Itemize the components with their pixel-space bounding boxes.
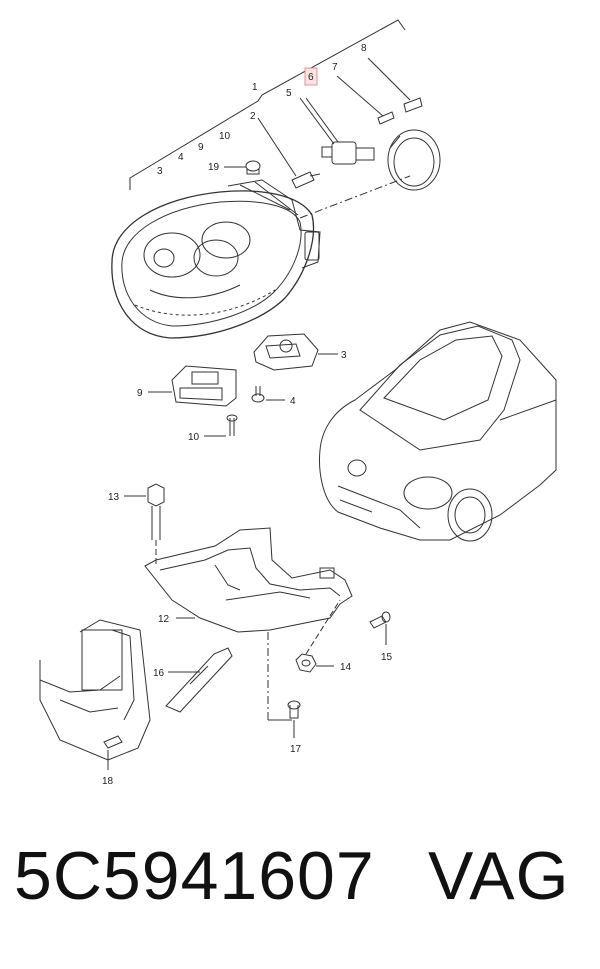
- callout-3-top: 3: [157, 166, 163, 177]
- callout-12: 12: [158, 614, 170, 625]
- callout-8: 8: [361, 43, 367, 54]
- callout-9: 9: [137, 388, 143, 399]
- callout-10-top: 10: [219, 131, 231, 142]
- callout-4-top: 4: [178, 152, 184, 163]
- headlamp-assembly: [111, 179, 321, 339]
- brand-label: VAG: [428, 838, 570, 914]
- bolt-4: [251, 386, 285, 403]
- car-illustration: [319, 321, 557, 542]
- bolt-13: [124, 483, 165, 565]
- part-number: 5C5941607: [14, 838, 375, 914]
- nut-14: [295, 599, 341, 673]
- callout-13: 13: [108, 492, 120, 503]
- mounting-bracket-12: [144, 527, 353, 721]
- callout-2: 2: [250, 111, 256, 122]
- callout-10: 10: [188, 432, 200, 443]
- screw-2: [291, 171, 321, 189]
- trim-strip-16: [165, 647, 233, 713]
- screws-7-8: [336, 57, 423, 125]
- callout-6: 6: [308, 72, 314, 83]
- control-unit-9: [148, 365, 237, 407]
- callout-17: 17: [290, 744, 302, 755]
- callout-4: 4: [290, 396, 296, 407]
- highlight-box-6: [304, 67, 318, 86]
- screw-18: [103, 735, 123, 770]
- callout-18: 18: [102, 776, 114, 787]
- callout-7: 7: [332, 62, 338, 73]
- cover-cap-6: [387, 129, 441, 191]
- top-bracket-line: [129, 19, 406, 190]
- callout-14: 14: [340, 662, 352, 673]
- bracket-3: [253, 333, 338, 371]
- callout-5: 5: [286, 88, 292, 99]
- callout-16: 16: [153, 668, 165, 679]
- callout-1: 1: [252, 82, 258, 93]
- callout-15: 15: [381, 652, 393, 663]
- callout-19: 19: [208, 162, 220, 173]
- callout-3: 3: [341, 350, 347, 361]
- clip-19: [245, 160, 261, 175]
- callout-9-top: 9: [198, 142, 204, 153]
- bulb-5: [305, 97, 375, 165]
- bumper-support: [39, 619, 151, 761]
- bolt-10: [204, 414, 238, 437]
- screw-17: [287, 700, 301, 738]
- screw-15: [369, 611, 391, 645]
